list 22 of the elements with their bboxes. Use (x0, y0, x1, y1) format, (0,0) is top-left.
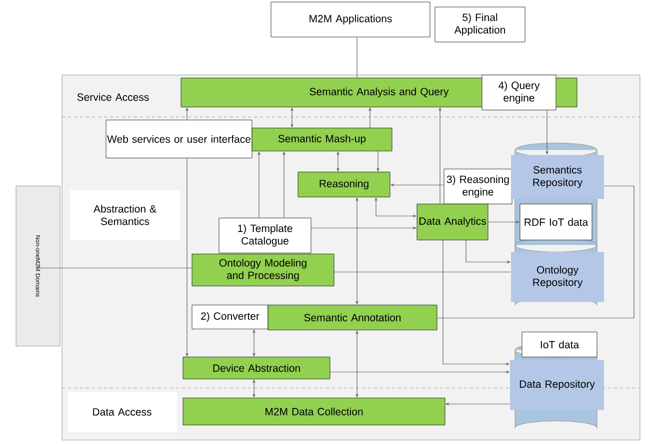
process-box: Ontology Modeling and Processing (192, 254, 334, 286)
note-box: Web services or user interface (106, 120, 252, 158)
note-box: RDF IoT data (520, 204, 592, 240)
note-box: 5) Final Application (434, 6, 526, 42)
note-box: 3) Reasoning engine (444, 168, 512, 204)
repository-label: Semantics Repository (511, 155, 604, 199)
process-box: Device Abstraction (182, 356, 330, 380)
process-box: Semantic Mash-up (252, 128, 392, 152)
repository-label: Ontology Repository (511, 252, 604, 302)
application-box: M2M Applications (270, 2, 430, 38)
section-label: Service Access (77, 93, 149, 101)
note-box: 1) Template Catalogue (218, 218, 312, 254)
process-box: M2M Data Collection (182, 398, 446, 426)
section-label: Data Access (68, 392, 177, 432)
repository-label: Data Repository (510, 360, 604, 410)
process-box: Reasoning (298, 172, 390, 198)
note-box: IoT data (522, 332, 598, 358)
note-box: 2) Converter (192, 304, 268, 330)
process-box: Semantic Annotation (268, 304, 438, 330)
note-box: 4) Query engine (482, 74, 556, 110)
process-box: Data Analytics (416, 204, 488, 240)
section-label: Abstraction & Semantics (70, 190, 180, 240)
